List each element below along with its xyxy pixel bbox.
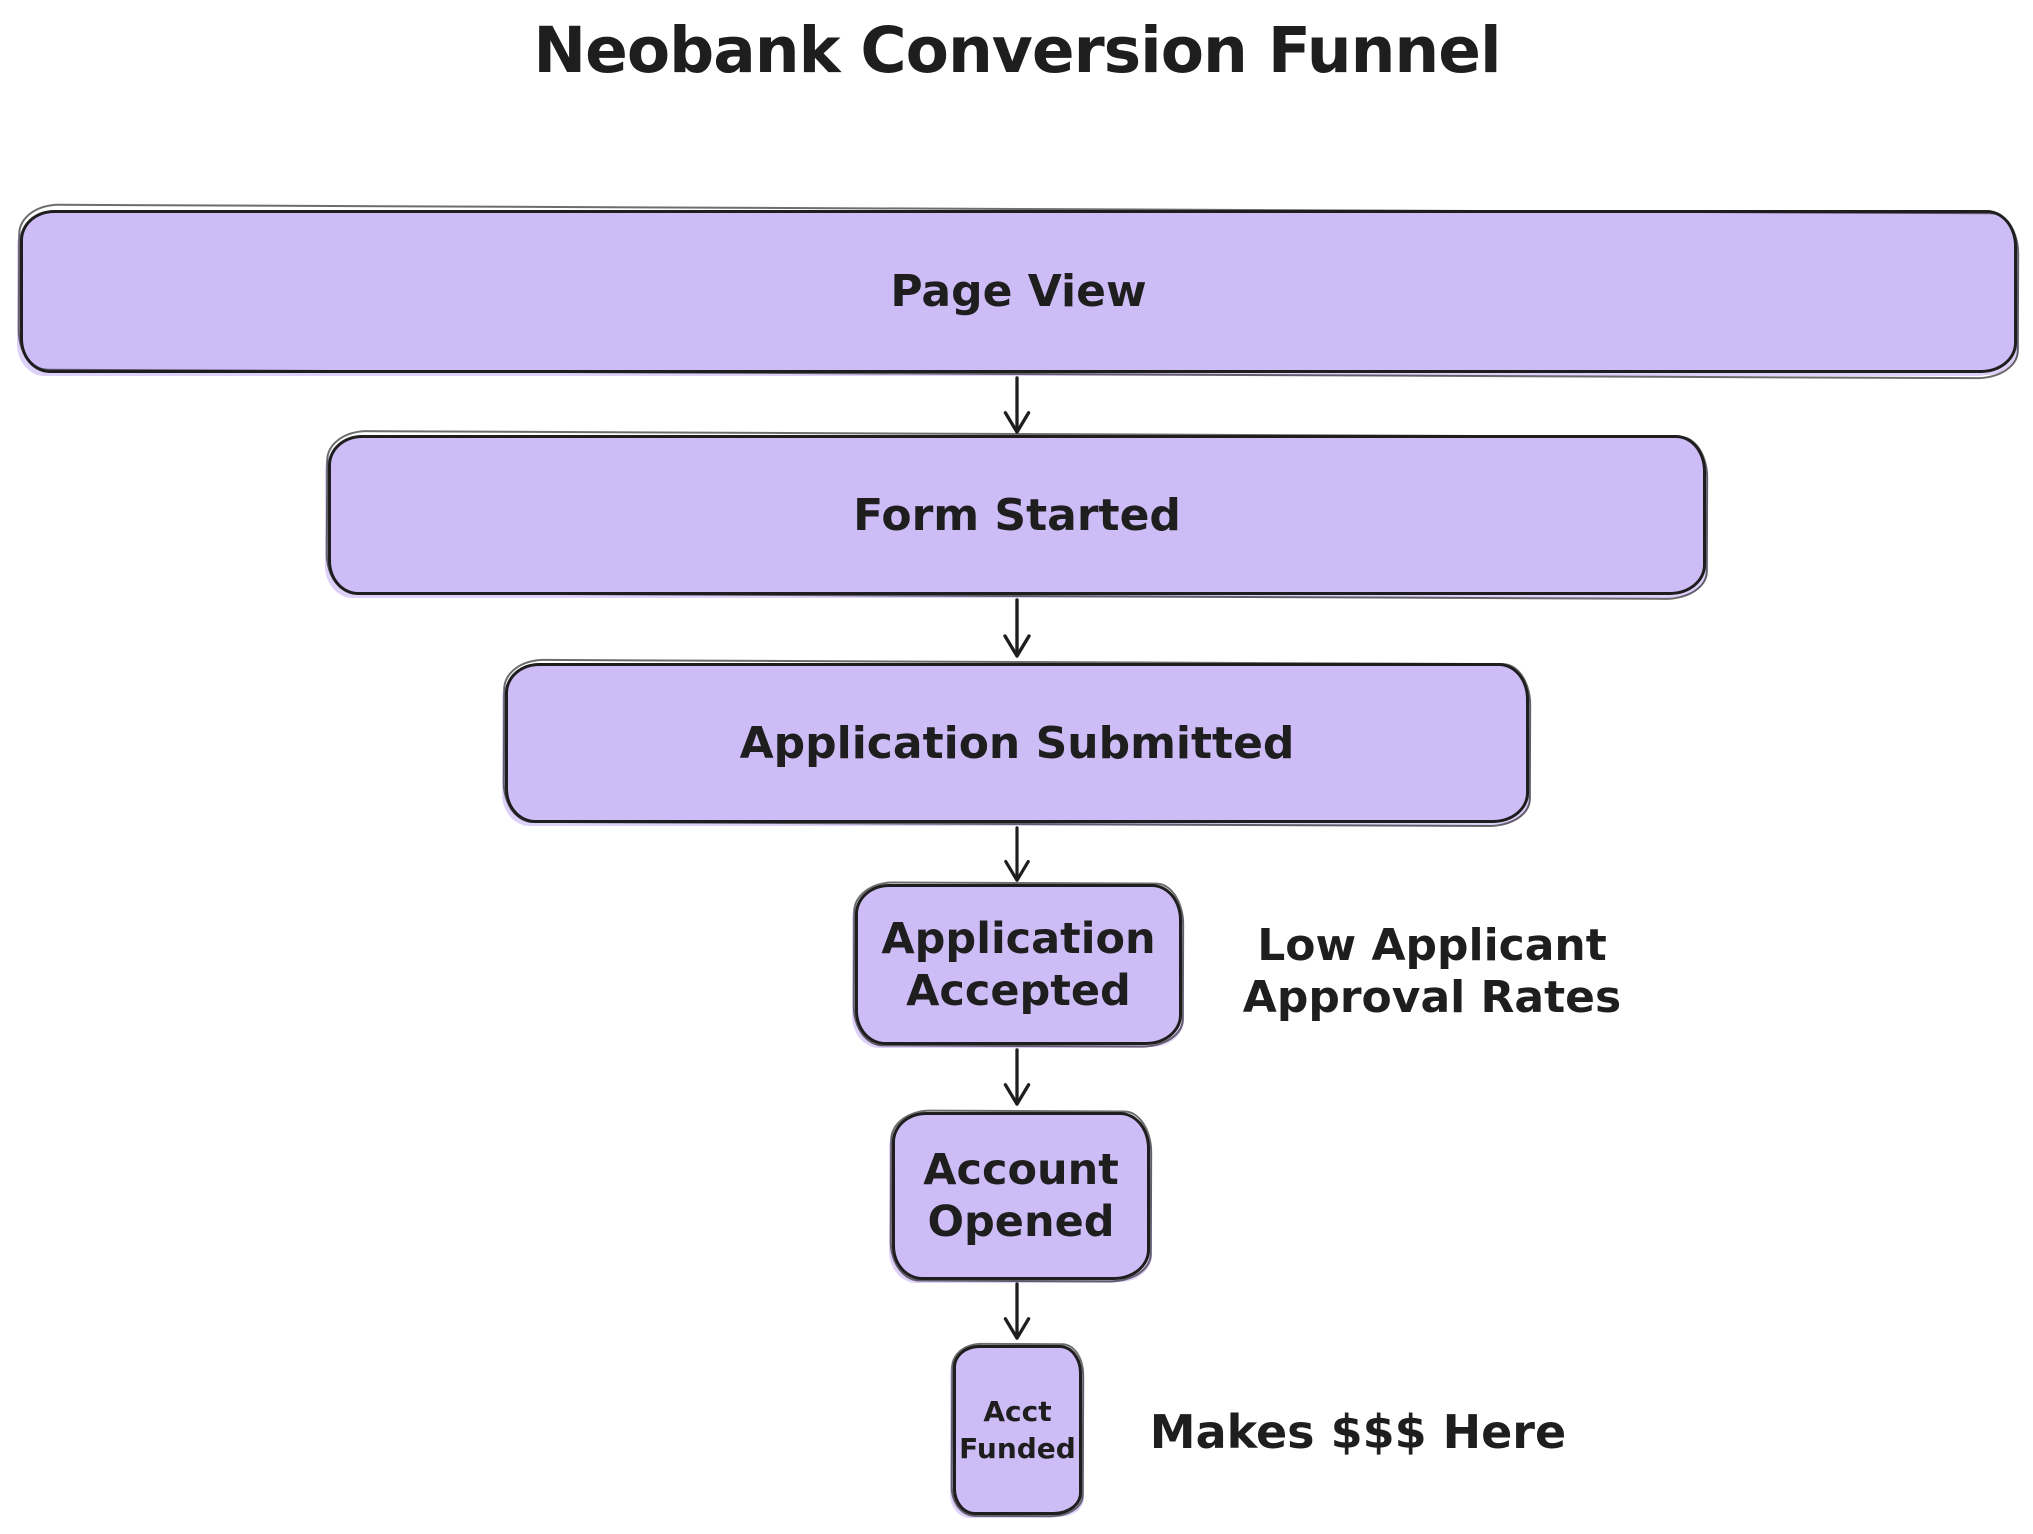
page-title: Neobank Conversion Funnel — [533, 14, 1501, 87]
annotation-line: Makes $$$ Here — [1149, 1405, 1567, 1459]
funnel-stage-application-submitted: Application Submitted — [505, 663, 1529, 823]
down-arrow-icon — [995, 1048, 1039, 1108]
stage-label: Application Submitted — [739, 717, 1295, 769]
funnel-stage-acct-funded: Acct Funded — [953, 1345, 1082, 1515]
funnel-stage-page-view: Page View — [20, 210, 2017, 373]
stage-label: Account — [923, 1145, 1119, 1195]
down-arrow-icon — [995, 598, 1039, 660]
annotation-makes-money: Makes $$$ Here — [1150, 1406, 1566, 1458]
annotation-low-approval-rates: Low Applicant Approval Rates — [1243, 920, 1621, 1024]
stage-label: Acct — [983, 1395, 1052, 1428]
stage-label: Accepted — [906, 965, 1131, 1016]
funnel-stage-form-started: Form Started — [328, 435, 1706, 595]
stage-label: Funded — [959, 1432, 1076, 1465]
stage-label: Application — [881, 913, 1156, 964]
stage-label: Form Started — [853, 489, 1181, 541]
funnel-stage-application-accepted: Application Accepted — [855, 884, 1182, 1045]
stage-label: Opened — [927, 1197, 1115, 1247]
stage-label: Page View — [890, 266, 1147, 317]
annotation-line: Approval Rates — [1242, 972, 1622, 1023]
annotation-line: Low Applicant — [1257, 920, 1607, 971]
down-arrow-icon — [995, 1282, 1039, 1342]
down-arrow-icon — [995, 826, 1039, 884]
funnel-stage-account-opened: Account Opened — [892, 1112, 1150, 1280]
down-arrow-icon — [995, 376, 1039, 436]
